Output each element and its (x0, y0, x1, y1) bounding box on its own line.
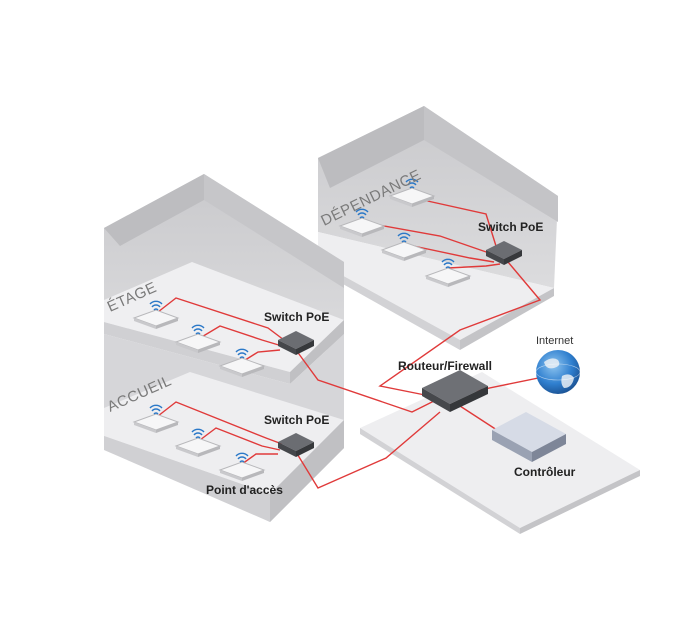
wifi-access-point-icon[interactable] (132, 404, 180, 433)
label-controller: Contrôleur (514, 465, 576, 479)
controller-icon[interactable] (492, 412, 566, 462)
accueil-floor (104, 372, 344, 494)
label-switch-accueil: Switch PoE (264, 413, 329, 427)
label-internet: Internet (536, 335, 573, 347)
globe-icon[interactable] (535, 350, 581, 394)
wifi-access-point-icon[interactable] (424, 258, 472, 287)
poe-switch-icon[interactable] (278, 331, 314, 355)
label-router: Routeur/Firewall (398, 359, 492, 373)
cable-dep-ap2 (361, 221, 493, 255)
cable-etage-to-router (295, 349, 437, 413)
access-points (132, 178, 472, 481)
dependance-floor (318, 232, 554, 340)
cable-etage-ap1 (157, 297, 285, 341)
cable-etage-ap2 (199, 325, 283, 347)
cable-accueil-ap3 (241, 453, 278, 465)
cable-accueil-ap2 (199, 427, 281, 451)
cable-dep-to-router (378, 261, 542, 397)
cable-dep-ap1 (413, 197, 497, 247)
dependance-back-left-wall (318, 106, 424, 188)
label-access-point: Point d'accès (206, 483, 283, 497)
poe-switch-icon[interactable] (486, 241, 522, 265)
router-icon[interactable] (422, 370, 488, 412)
cables (157, 197, 549, 489)
label-switch-etage: Switch PoE (264, 310, 329, 324)
etage-back-left-wall (104, 174, 204, 246)
cable-accueil-to-router (295, 411, 441, 489)
wifi-access-point-icon[interactable] (380, 232, 428, 261)
wifi-access-point-icon[interactable] (218, 348, 266, 377)
wifi-access-point-icon[interactable] (218, 452, 266, 481)
cable-etage-ap3 (241, 349, 281, 363)
router-ground-plate (360, 372, 640, 528)
poe-switch-icon[interactable] (278, 433, 314, 457)
dependance-floor-edge (318, 262, 460, 350)
building-main (104, 174, 344, 522)
router-ground-edge (360, 428, 520, 534)
wifi-access-point-icon[interactable] (174, 428, 222, 457)
wifi-access-point-icon[interactable] (132, 300, 180, 329)
building-dependance (318, 106, 558, 350)
accueil-floor-edge (104, 436, 270, 522)
router-ground-edge-right (520, 470, 640, 534)
cable-accueil-ap1 (157, 401, 283, 445)
cable-router-controller (459, 405, 501, 433)
cable-dep-ap4 (447, 263, 501, 269)
wifi-access-point-icon[interactable] (174, 324, 222, 353)
wifi-access-point-icon[interactable] (388, 178, 436, 207)
dependance-back-right-wall (424, 106, 558, 222)
cable-dep-ap3 (403, 243, 495, 263)
etage-slab-right (290, 320, 344, 384)
label-switch-dependance: Switch PoE (478, 220, 543, 234)
etage-back-right-wall (204, 174, 344, 288)
wifi-access-point-icon[interactable] (338, 208, 386, 237)
